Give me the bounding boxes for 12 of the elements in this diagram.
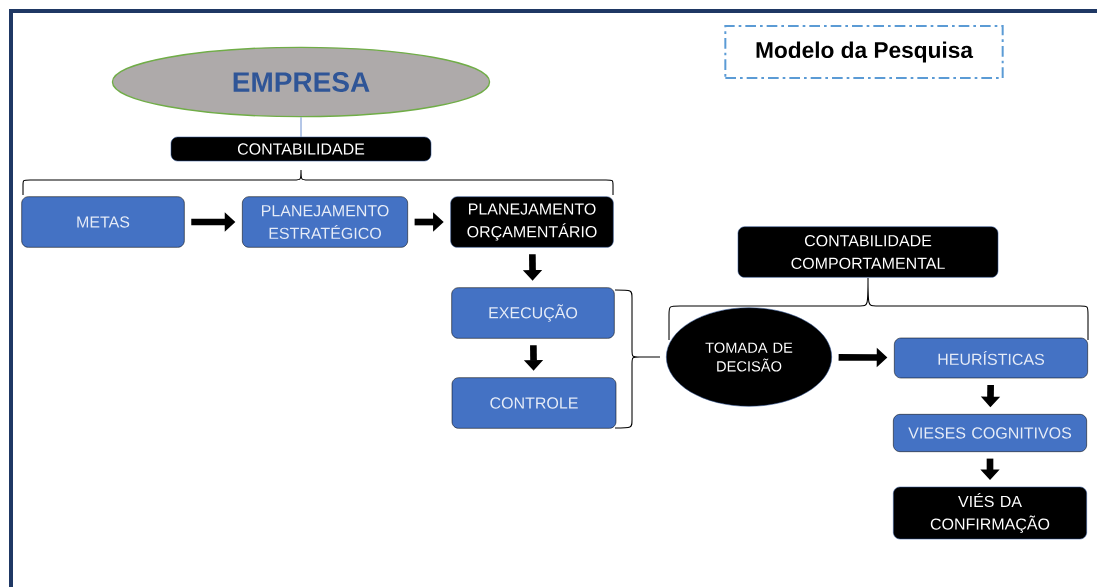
process-box: VIESES COGNITIVOS [893,414,1087,452]
process-box: VIÉS DA CONFIRMAÇÃO [893,486,1087,540]
process-box: METAS [21,196,185,248]
process-box: HEURÍSTICAS [894,337,1088,379]
process-box: PLANEJAMENTO ESTRATÉGICO [242,196,408,248]
process-box: CONTROLE [451,377,617,429]
connector-line [300,116,302,138]
title-box: Modelo da Pesquisa [724,25,1004,79]
process-box: EXECUÇÃO [451,287,615,339]
process-box: CONTABILIDADE COMPORTAMENTAL [737,226,999,278]
process-box: PLANEJAMENTO ORÇAMENTÁRIO [450,196,614,248]
process-box: CONTABILIDADE [170,136,432,162]
